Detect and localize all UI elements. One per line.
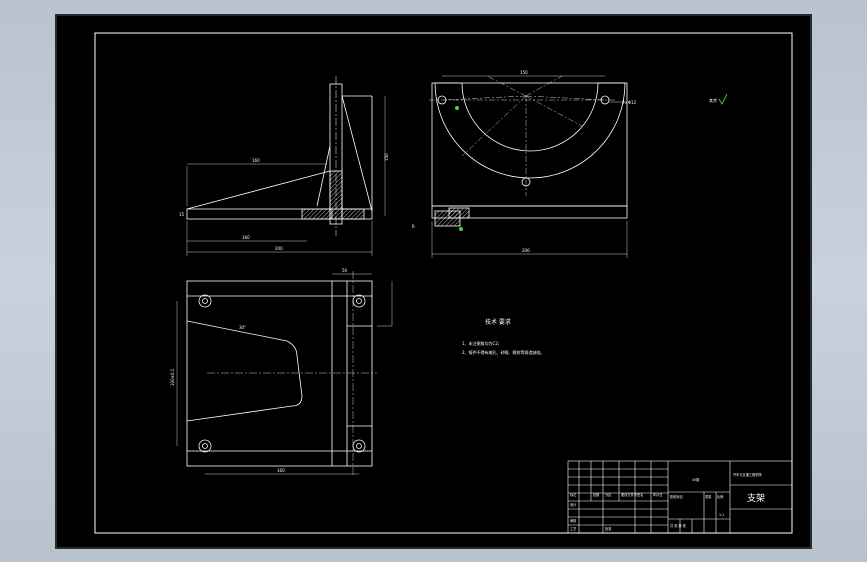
title-cell-approve: 批准 <box>605 526 612 531</box>
title-cell-zone: 分区 <box>605 492 612 497</box>
title-cell-date: 年月日 <box>653 492 663 497</box>
cad-drawing: 160 160 200 15 150 <box>94 32 793 534</box>
school-name: 汽车与交通工程学院 <box>733 472 762 477</box>
title-cell-sign: 签名 <box>637 492 643 497</box>
title-cell-stage: 阶段标记 <box>670 494 684 499</box>
title-cell-change: 更改文件号 <box>621 492 637 497</box>
title-cell-scale: 比例 <box>717 494 723 499</box>
drawing-sheet: 160 160 200 15 150 <box>55 14 812 549</box>
dim-plan-width: 160 <box>277 468 285 473</box>
tech-requirement-2: 2、铸件不得有缩孔、砂眼、裂纹等铸造缺陷。 <box>462 349 545 355</box>
title-cell-process: 工艺 <box>570 526 576 531</box>
dim-front-holes: 2×Φ12 <box>622 100 637 105</box>
accent-marker-2 <box>459 227 463 231</box>
title-cell-mark: 标记 <box>570 492 577 497</box>
drawing-frame <box>94 32 793 534</box>
dim-front-bottom: 200 <box>522 248 530 253</box>
side-view <box>186 76 386 256</box>
title-block <box>567 460 793 534</box>
dim-side-bottom-2: 200 <box>275 246 283 251</box>
accent-marker-1 <box>455 106 459 110</box>
title-cell-design: 设计 <box>570 502 577 507</box>
front-view <box>429 75 628 258</box>
dim-front-left: R <box>412 224 415 229</box>
title-cell-sheets: 共 张 第 张 <box>670 523 687 528</box>
title-cell-count: 处数 <box>593 492 600 497</box>
dim-front-top: 150 <box>520 70 528 75</box>
dim-side-height: 150 <box>384 153 389 161</box>
tech-requirement-1: 1、未注倒角均为C2; <box>462 340 499 346</box>
dim-plan-left: 100±0.1 <box>170 368 175 386</box>
roughness-note: 其余 <box>709 97 717 103</box>
scale-label: 1:1 <box>719 513 724 517</box>
title-cell-review: 审核 <box>570 518 577 523</box>
dim-side-left: 15 <box>179 212 185 217</box>
roughness-symbol-icon <box>718 93 728 105</box>
dim-plan-top: 50 <box>342 268 348 273</box>
plan-view <box>176 271 393 476</box>
dim-side-bottom-1: 160 <box>242 235 250 240</box>
dim-plan-angle: 30° <box>239 325 246 330</box>
dim-side-top: 160 <box>252 158 260 163</box>
part-name: 支架 <box>747 492 765 504</box>
title-cell-weight: 重量 <box>705 494 712 499</box>
tech-requirements-heading: 技术 要求 <box>485 318 511 326</box>
material-label: 45钢 <box>692 477 699 482</box>
